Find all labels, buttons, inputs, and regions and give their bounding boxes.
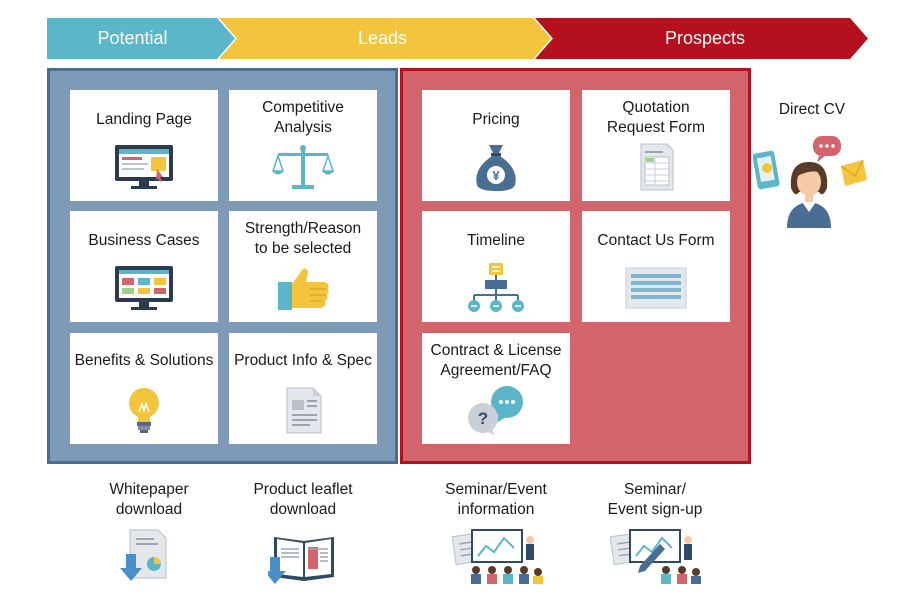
card-label: Competitive Analysis	[262, 99, 344, 136]
flowchart-icon	[422, 262, 570, 314]
stage-label-potential: Potential	[97, 28, 168, 48]
card-label: Contract & License Agreement/FAQ	[430, 342, 562, 379]
product-leaflet-download-label: Product leaflet download	[253, 481, 353, 518]
thumbs-up-icon	[229, 262, 377, 314]
form-document-icon	[582, 141, 730, 193]
card-label: Quotation Request Form	[606, 99, 706, 136]
card-label: Timeline	[467, 232, 525, 249]
person-with-devices-icon	[753, 132, 868, 228]
card-pricing[interactable]: Pricing ¥	[422, 90, 570, 201]
chat-bubbles-icon: ?	[422, 384, 570, 436]
stage-arrow-prospects	[535, 18, 868, 59]
stage-label-leads: Leads	[357, 28, 408, 48]
seminar-event-information-label: Seminar/Event information	[445, 481, 547, 518]
card-contact-us-form[interactable]: Contact Us Form	[582, 211, 730, 322]
document-icon	[229, 384, 377, 436]
monitor-webpage-icon	[70, 141, 218, 193]
direct-cv-label: Direct CV	[778, 101, 846, 118]
balance-scale-icon	[229, 141, 377, 193]
card-timeline[interactable]: Timeline	[422, 211, 570, 322]
money-bag-yen-icon: ¥	[422, 141, 570, 193]
whitepaper-download-label: Whitepaper download	[109, 481, 189, 518]
card-landing-page[interactable]: Landing Page	[70, 90, 218, 201]
contact-form-icon	[582, 262, 730, 314]
card-product-info-spec[interactable]: Product Info & Spec	[229, 333, 377, 444]
seminar-event-signup-label: Seminar/ Event sign-up	[607, 481, 703, 518]
lightbulb-icon	[70, 384, 218, 436]
card-quotation-request-form[interactable]: Quotation Request Form	[582, 90, 730, 201]
card-business-cases[interactable]: Business Cases	[70, 211, 218, 322]
card-label: Contact Us Form	[597, 232, 715, 249]
card-benefits-solutions[interactable]: Benefits & Solutions	[70, 333, 218, 444]
question-mark: ?	[478, 409, 488, 428]
card-label: Benefits & Solutions	[74, 352, 214, 369]
card-strength-reason[interactable]: Strength/Reason to be selected	[229, 211, 377, 322]
card-label: Landing Page	[96, 111, 192, 128]
stage-banner	[47, 18, 868, 59]
leaflet-download-icon[interactable]	[268, 533, 340, 585]
card-label: Strength/Reason to be selected	[244, 220, 362, 257]
monitor-dashboard-icon	[70, 262, 218, 314]
whitepaper-download-icon[interactable]	[120, 528, 170, 582]
stage-arrow-potential	[47, 18, 235, 59]
card-label: Product Info & Spec	[234, 352, 372, 369]
card-label: Pricing	[472, 111, 520, 128]
card-contract-license-faq[interactable]: Contract & License Agreement/FAQ ?	[422, 333, 570, 444]
card-competitive-analysis[interactable]: Competitive Analysis	[229, 90, 377, 201]
seminar-icon[interactable]	[452, 526, 544, 584]
yen-symbol: ¥	[492, 168, 500, 183]
stage-label-prospects: Prospects	[664, 28, 746, 48]
card-label: Business Cases	[88, 232, 200, 249]
seminar-signup-icon[interactable]	[610, 526, 702, 584]
stage-arrow-leads	[219, 18, 551, 59]
